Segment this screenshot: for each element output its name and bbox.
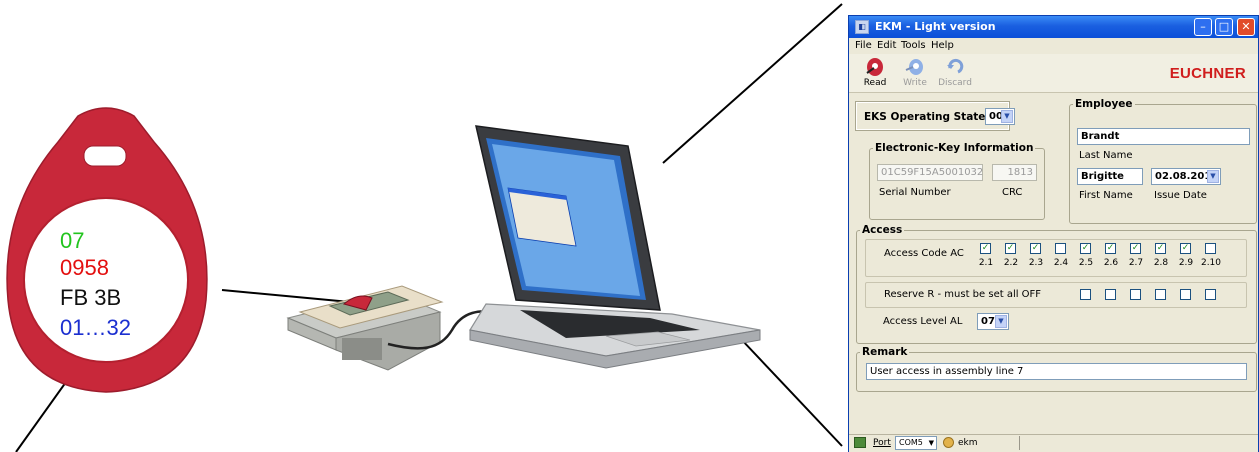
- access-code-checkbox-label: 2.5: [1075, 258, 1097, 268]
- laptop-to-window-top-line: [663, 4, 842, 163]
- access-code-checkbox-label: 2.8: [1150, 258, 1172, 268]
- menu-file[interactable]: File: [855, 40, 872, 51]
- access-code-checkbox-label: 2.9: [1175, 258, 1197, 268]
- app-icon: ◧: [855, 20, 869, 34]
- user-name: ekm: [958, 438, 978, 448]
- remark-field[interactable]: User access in assembly line 7: [866, 363, 1247, 380]
- key-fob: 07 0958 FB 3B 01…32: [0, 0, 220, 452]
- read-key-icon: [864, 56, 886, 78]
- access-code-checkbox-label: 2.10: [1200, 258, 1222, 268]
- user-icon: [943, 437, 954, 448]
- access-code-checkbox[interactable]: ✓: [1030, 243, 1041, 254]
- write-key-icon: [904, 56, 926, 78]
- title-bar[interactable]: ◧ EKM - Light version – □ ✕: [849, 16, 1258, 38]
- fob-value-line-2: 0958: [60, 256, 109, 280]
- discard-button[interactable]: Discard: [937, 56, 973, 88]
- key-info-group: Electronic-Key Information: [869, 142, 1045, 220]
- access-code-checkbox[interactable]: ✓: [980, 243, 991, 254]
- chevron-down-icon: ▼: [929, 437, 934, 449]
- reserve-checkbox[interactable]: [1130, 289, 1141, 300]
- read-label: Read: [864, 78, 887, 88]
- read-button[interactable]: Read: [857, 56, 893, 88]
- eks-state-select[interactable]: 00 ▼: [985, 108, 1015, 125]
- port-select[interactable]: COM5 ▼: [895, 436, 937, 450]
- reserve-checkbox[interactable]: [1080, 289, 1091, 300]
- window-title: EKM - Light version: [875, 20, 996, 33]
- status-divider: [1019, 436, 1020, 450]
- remark-title: Remark: [860, 346, 909, 358]
- fob-value-line-4: 01…32: [60, 316, 131, 340]
- chevron-down-icon: ▼: [1207, 170, 1219, 183]
- close-button[interactable]: ✕: [1237, 18, 1255, 36]
- status-bar: Port COM5 ▼ ekm: [849, 434, 1258, 452]
- access-code-checkbox[interactable]: ✓: [1080, 243, 1091, 254]
- maximize-button[interactable]: □: [1215, 18, 1233, 36]
- access-code-checkbox[interactable]: ✓: [1180, 243, 1191, 254]
- access-code-checkbox-label: 2.3: [1025, 258, 1047, 268]
- access-level-select[interactable]: 07 ▼: [977, 313, 1009, 330]
- port-value: COM5: [899, 438, 923, 447]
- employee-title: Employee: [1073, 98, 1135, 110]
- chevron-down-icon: ▼: [995, 315, 1007, 328]
- access-code-checkbox-label: 2.1: [975, 258, 997, 268]
- key-info-title: Electronic-Key Information: [873, 142, 1035, 154]
- port-label: Port: [873, 438, 891, 448]
- discard-undo-icon: [944, 56, 966, 78]
- serial-number-label: Serial Number: [879, 187, 951, 198]
- eks-state-panel: EKS Operating State OS 00 ▼: [856, 102, 1009, 130]
- menu-edit[interactable]: Edit: [877, 40, 896, 51]
- access-code-checkbox-label: 2.6: [1100, 258, 1122, 268]
- employee-group: Employee: [1069, 98, 1257, 224]
- access-level-value: 07: [981, 316, 995, 327]
- toolbar: Read Write Discard EUCHNER: [849, 54, 1258, 93]
- write-label: Write: [903, 78, 927, 88]
- serial-number-field[interactable]: 01C59F15A5001032: [877, 164, 983, 181]
- fob-value-line-3: FB 3B: [60, 286, 121, 310]
- laptop-to-window-bottom-line: [740, 338, 842, 446]
- reserve-row: Reserve R - must be set all OFF: [865, 282, 1247, 308]
- issue-date-label: Issue Date: [1154, 190, 1207, 201]
- reserve-checkbox[interactable]: [1180, 289, 1191, 300]
- access-code-label: Access Code AC: [884, 248, 964, 259]
- issue-date-picker[interactable]: 02.08.2010 ▼: [1151, 168, 1221, 185]
- last-name-label: Last Name: [1079, 150, 1133, 161]
- menu-bar: File Edit Tools Help: [849, 38, 1258, 54]
- ekm-window: ◧ EKM - Light version – □ ✕ File Edit To…: [848, 15, 1259, 452]
- key-fob-graphic: [0, 0, 220, 452]
- chevron-down-icon: ▼: [1001, 110, 1013, 123]
- laptop: [470, 126, 760, 368]
- reserve-label: Reserve R - must be set all OFF: [884, 289, 1041, 300]
- minimize-button[interactable]: –: [1194, 18, 1212, 36]
- reserve-checkbox[interactable]: [1105, 289, 1116, 300]
- last-name-field[interactable]: Brandt: [1077, 128, 1250, 145]
- reserve-checkbox[interactable]: [1205, 289, 1216, 300]
- discard-label: Discard: [938, 78, 972, 88]
- brand-logo: EUCHNER: [1170, 65, 1246, 82]
- access-code-checkbox[interactable]: [1055, 243, 1066, 254]
- access-title: Access: [860, 224, 904, 236]
- access-code-checkbox[interactable]: ✓: [1105, 243, 1116, 254]
- access-code-checkbox-label: 2.4: [1050, 258, 1072, 268]
- reserve-checkbox[interactable]: [1155, 289, 1166, 300]
- access-code-checkbox-label: 2.2: [1000, 258, 1022, 268]
- menu-tools[interactable]: Tools: [901, 40, 926, 51]
- access-code-checkbox[interactable]: [1205, 243, 1216, 254]
- first-name-field[interactable]: Brigitte: [1077, 168, 1143, 185]
- access-level-label: Access Level AL: [883, 316, 962, 327]
- fob-to-reader-line: [222, 290, 350, 302]
- crc-label: CRC: [1002, 187, 1022, 198]
- write-button[interactable]: Write: [897, 56, 933, 88]
- access-code-checkbox[interactable]: ✓: [1130, 243, 1141, 254]
- fob-value-line-1: 07: [60, 229, 84, 253]
- access-code-checkbox[interactable]: ✓: [1005, 243, 1016, 254]
- status-icon: [854, 437, 866, 448]
- access-code-checkbox[interactable]: ✓: [1155, 243, 1166, 254]
- first-name-label: First Name: [1079, 190, 1133, 201]
- menu-help[interactable]: Help: [931, 40, 954, 51]
- crc-field[interactable]: 1813: [992, 164, 1037, 181]
- access-code-checkbox-label: 2.7: [1125, 258, 1147, 268]
